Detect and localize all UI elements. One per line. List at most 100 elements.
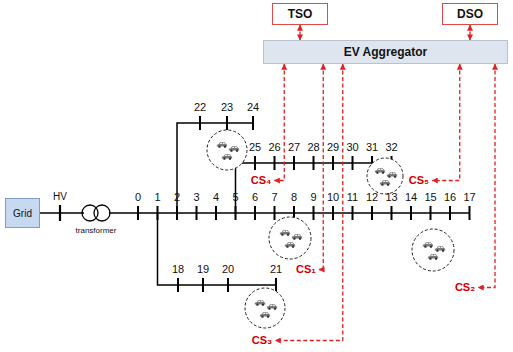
bus-number: 6 bbox=[252, 191, 258, 204]
charging-station bbox=[245, 288, 285, 328]
bus-number: 0 bbox=[135, 191, 141, 204]
bus-number: 19 bbox=[197, 263, 209, 276]
ev-car-icon bbox=[217, 142, 227, 148]
bus-bar bbox=[177, 278, 179, 292]
bus-bar bbox=[157, 206, 159, 220]
bus-number: 1 bbox=[154, 191, 160, 204]
node-text: TSO bbox=[287, 8, 314, 21]
signal-link bbox=[319, 64, 323, 270]
bus-bar bbox=[430, 206, 432, 220]
ev-car-icon bbox=[267, 304, 277, 310]
charging-station bbox=[207, 130, 247, 170]
bus-number: 30 bbox=[346, 141, 358, 154]
ev-car-icon bbox=[229, 146, 239, 152]
voltage-label: HV bbox=[53, 190, 67, 203]
operator-box: TSO bbox=[272, 3, 328, 25]
bus-bar bbox=[235, 206, 237, 220]
bus-number: 15 bbox=[424, 191, 436, 204]
ev-car-icon bbox=[380, 180, 390, 186]
bus-number: 20 bbox=[222, 263, 234, 276]
bus-bar bbox=[226, 116, 228, 130]
signal-link bbox=[469, 25, 470, 40]
bus-number: 12 bbox=[366, 191, 378, 204]
bus-bar bbox=[313, 206, 315, 220]
bus-bar bbox=[352, 156, 354, 170]
signal-link bbox=[275, 64, 343, 341]
bus-bar bbox=[252, 116, 254, 130]
bus-bar bbox=[274, 156, 276, 170]
bus-number: 23 bbox=[221, 101, 233, 114]
station-label: CS₁ bbox=[294, 263, 318, 276]
grid-feeder bbox=[40, 205, 138, 221]
bus-bar bbox=[176, 206, 178, 220]
bus-bar bbox=[371, 206, 373, 220]
node-text: CS₂ bbox=[454, 281, 476, 294]
station-outline bbox=[269, 217, 311, 259]
transformer-label: transformer bbox=[76, 224, 117, 237]
station-outline bbox=[367, 158, 403, 194]
bus-number: 18 bbox=[172, 263, 184, 276]
ev-car-icon bbox=[260, 312, 270, 318]
bus-bar bbox=[469, 206, 471, 220]
ev-car-icon bbox=[222, 154, 232, 160]
bus-number: 9 bbox=[310, 191, 316, 204]
node-text: CS₃ bbox=[251, 334, 273, 347]
ev-car-icon bbox=[255, 300, 265, 306]
bus-bar bbox=[352, 206, 354, 220]
bus-number: 5 bbox=[232, 191, 238, 204]
charging-station bbox=[269, 217, 311, 259]
feeder-line bbox=[138, 212, 470, 214]
charging-station bbox=[412, 229, 454, 271]
node-text: EV Aggregator bbox=[343, 46, 429, 59]
node-text: CS₄ bbox=[250, 174, 273, 187]
station-outline bbox=[207, 130, 247, 170]
ev-car-icon bbox=[423, 242, 433, 248]
station-label: CS₄ bbox=[249, 174, 274, 187]
bus-bar bbox=[254, 156, 256, 170]
bus-number: 27 bbox=[288, 141, 300, 154]
bus-number: 25 bbox=[249, 141, 261, 154]
bus-bar bbox=[137, 206, 139, 220]
station-outline bbox=[412, 229, 454, 271]
charging-station bbox=[367, 158, 403, 194]
signal-link bbox=[274, 64, 284, 181]
bus-bar bbox=[313, 156, 315, 170]
bus-bar bbox=[199, 116, 201, 130]
bus-number: 21 bbox=[270, 263, 282, 276]
bus-number: 16 bbox=[444, 191, 456, 204]
station-outline bbox=[245, 288, 285, 328]
bus-number: 28 bbox=[307, 141, 319, 154]
bus-bar bbox=[275, 278, 277, 292]
bus-number: 14 bbox=[405, 191, 417, 204]
ev-car-icon bbox=[435, 246, 445, 252]
signal-link bbox=[299, 25, 300, 40]
bus-bar bbox=[227, 278, 229, 292]
bus-number: 26 bbox=[268, 141, 280, 154]
ev-car-icon bbox=[292, 234, 302, 240]
transformer-winding bbox=[94, 205, 110, 221]
bus-bar bbox=[215, 206, 217, 220]
bus-number: 13 bbox=[385, 191, 397, 204]
bus-number: 7 bbox=[271, 191, 277, 204]
bus-bar bbox=[391, 206, 393, 220]
operator-box: DSO bbox=[442, 3, 498, 25]
bus-number: 11 bbox=[347, 191, 358, 204]
ev-car-icon bbox=[387, 172, 397, 178]
ev-car-icon bbox=[280, 230, 290, 236]
bus-bar bbox=[332, 206, 334, 220]
bus-number: 32 bbox=[385, 141, 397, 154]
aggregator-band: EV Aggregator bbox=[263, 40, 508, 64]
bus-bar bbox=[254, 206, 256, 220]
bus-bar bbox=[274, 206, 276, 220]
bus-number: 8 bbox=[291, 191, 297, 204]
bus-number: 24 bbox=[247, 101, 259, 114]
signal-link bbox=[432, 64, 460, 181]
bus-bar bbox=[410, 206, 412, 220]
feeder-line bbox=[158, 213, 277, 285]
feeder-line bbox=[177, 123, 253, 213]
grid-box: Grid bbox=[5, 198, 40, 228]
node-text: CS₅ bbox=[408, 174, 430, 187]
station-label: CS₂ bbox=[453, 281, 477, 294]
bus-bar bbox=[196, 206, 198, 220]
